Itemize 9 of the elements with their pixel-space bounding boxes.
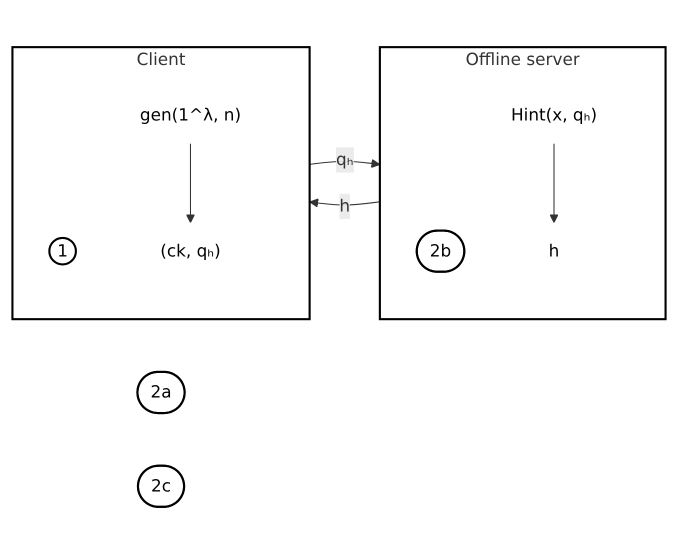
edge-label: qₕ [336, 149, 354, 170]
arrow [549, 144, 559, 224]
node-text: h [548, 240, 560, 261]
arrow [186, 144, 196, 224]
edge-label: h [339, 196, 350, 216]
node-text: (ck, qₕ) [160, 240, 221, 261]
node-circle: 1 [48, 236, 77, 266]
node-text: gen(1^λ, n) [140, 104, 242, 125]
node-text: Hint(x, qₕ) [510, 104, 598, 125]
